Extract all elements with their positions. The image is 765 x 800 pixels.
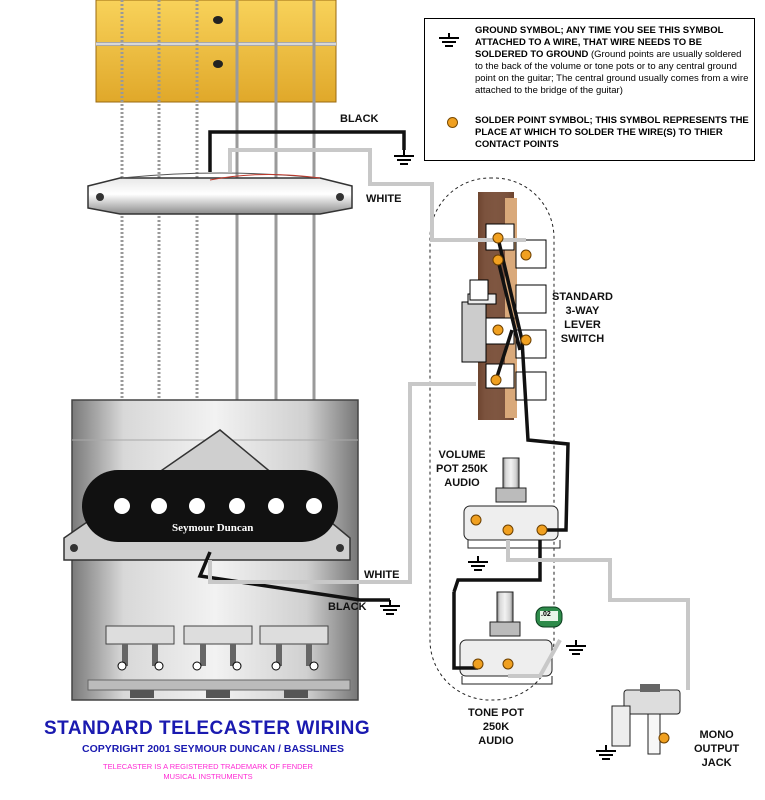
ground-symbol-icon: [595, 744, 617, 760]
three-way-switch: [461, 192, 547, 420]
pickup-brand-logo: Seymour Duncan: [172, 522, 254, 534]
bridge-saddles: [105, 625, 329, 666]
solder-point-icon: [658, 732, 670, 744]
solder-point-icon: [520, 334, 532, 346]
legend-box: GROUND SYMBOL; ANY TIME YOU SEE THIS SYM…: [424, 18, 755, 161]
solder-point-icon: [472, 658, 484, 670]
volume-pot-label: VOLUME POT 250K AUDIO: [436, 449, 488, 489]
switch-label: STANDARD 3-WAY LEVER SWITCH: [552, 291, 613, 345]
solder-point-icon: [492, 232, 504, 244]
pickup-lead-points: [117, 661, 319, 671]
ground-symbol-icon: [565, 639, 587, 655]
ground-legend-heading: GROUND SYMBOL; ANY TIME YOU SEE THIS SYM…: [475, 25, 724, 60]
bridge-white-wire-label: WHITE: [364, 569, 400, 581]
diagram-title: STANDARD TELECASTER WIRING: [44, 718, 371, 739]
neck-white-wire-label: WHITE: [366, 193, 402, 205]
volume-pot: [463, 457, 561, 549]
ground-symbol-icon: [379, 599, 401, 615]
bridge-black-wire-label: BLACK: [328, 601, 367, 613]
control-plate-outline: [429, 177, 555, 701]
solder-point-icon: [536, 524, 548, 536]
neck-black-wire-label: BLACK: [340, 113, 379, 125]
capacitor: [535, 606, 563, 628]
fret-marker-dot: [213, 16, 223, 24]
ground-legend-note: (Ground points are usually soldered to t…: [475, 49, 749, 96]
output-jack: [611, 684, 681, 755]
solder-points: [470, 232, 670, 744]
solder-point-icon: [492, 324, 504, 336]
solder-point-icon: [492, 254, 504, 266]
ground-symbol-icon: [393, 149, 415, 165]
white-wires: [208, 148, 690, 690]
solder-point-icon: [447, 117, 458, 128]
fret-marker-dot: [213, 60, 223, 68]
trademark-notice: TELECASTER IS A REGISTERED TRADEMARK OF …: [103, 762, 313, 781]
neck-pickup: [87, 172, 353, 215]
output-jack-label: MONO OUTPUT JACK: [694, 729, 740, 769]
solder-point-icon: [470, 514, 482, 526]
solder-point-icon: [520, 249, 532, 261]
copyright-text: COPYRIGHT 2001 SEYMOUR DUNCAN / BASSLINE…: [82, 743, 344, 755]
solder-point-icon: [502, 524, 514, 536]
ground-symbol-icon: [439, 33, 459, 47]
solder-legend-heading: SOLDER POINT SYMBOL; THIS SYMBOL REPRESE…: [475, 115, 749, 150]
tone-pot: [459, 591, 553, 685]
black-wires: [197, 130, 570, 670]
capacitor-value: .02: [541, 611, 551, 618]
solder-point-icon: [502, 658, 514, 670]
fretboard: [95, 0, 337, 103]
solder-point-icon: [490, 374, 502, 386]
ground-legend-text: GROUND SYMBOL; ANY TIME YOU SEE THIS SYM…: [475, 25, 750, 97]
tone-pot-label: TONE POT 250K AUDIO: [468, 707, 525, 747]
bridge-pickup: [63, 429, 351, 561]
solder-legend-text: SOLDER POINT SYMBOL; THIS SYMBOL REPRESE…: [475, 115, 750, 151]
ground-symbol-icon: [467, 555, 489, 571]
